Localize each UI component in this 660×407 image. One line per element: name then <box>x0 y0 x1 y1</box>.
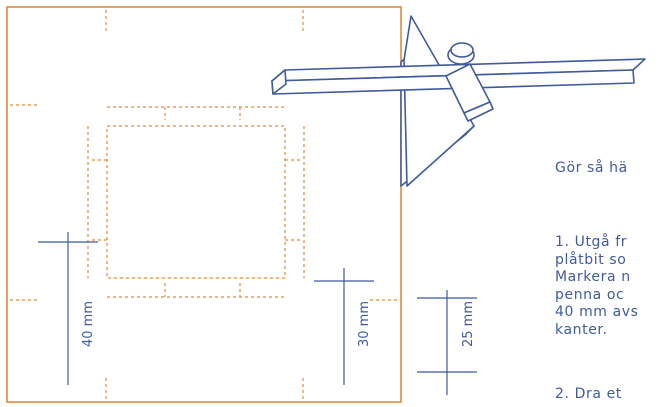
instruction-line: penna oc <box>555 286 625 303</box>
instructions-heading: Gör så hä <box>555 160 628 176</box>
marking-gauge-icon <box>271 15 646 187</box>
instruction-line: 40 mm avs <box>555 304 639 320</box>
gauge-stock-side <box>463 101 494 122</box>
instructions-step-2: 2. Dra et <box>555 386 622 402</box>
gauge-fence-front <box>403 15 475 187</box>
plate-outline <box>6 6 402 403</box>
instruction-line: plåtbit so <box>555 251 627 268</box>
dimension-40mm-label: 40 mm <box>81 301 96 347</box>
dimension-30mm-label: 30 mm <box>357 301 372 347</box>
dimension-guides <box>38 232 477 395</box>
marking-lines <box>10 10 398 400</box>
dimension-25mm-label: 25 mm <box>461 301 476 347</box>
instruction-line: Markera n <box>555 269 631 285</box>
instruction-line: kanter. <box>555 321 608 338</box>
gauge-beam-end <box>271 69 287 95</box>
instruction-line: 1. Utgå fr <box>555 234 628 250</box>
gauge-screw-top <box>450 42 474 58</box>
instructions-step-1: 1. Utgå fr plåtbit so Markera n penna oc… <box>555 234 639 339</box>
inner-square-40mm <box>106 125 286 279</box>
